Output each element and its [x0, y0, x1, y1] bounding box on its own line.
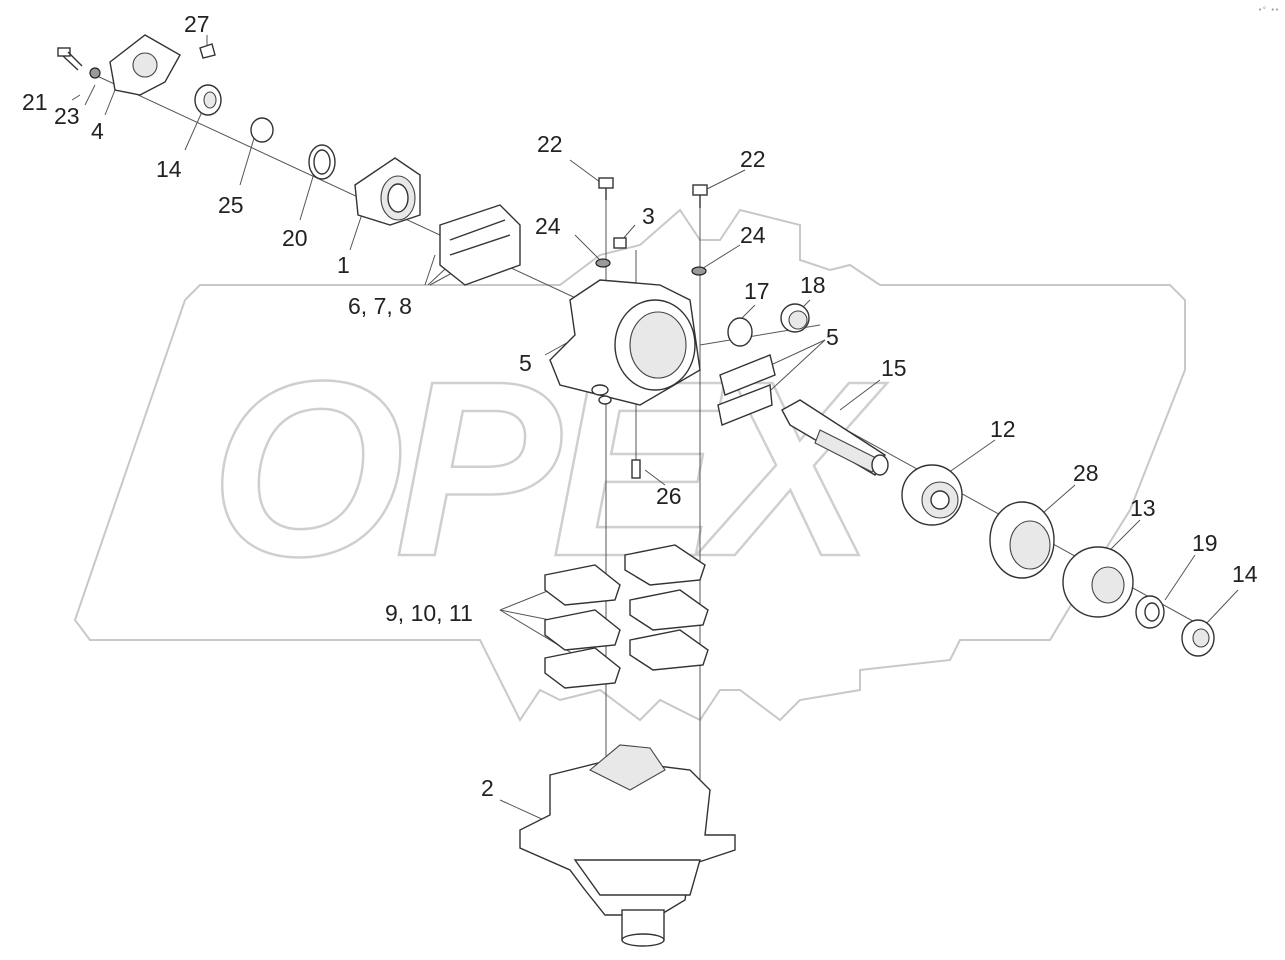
- label-25: 25: [218, 192, 244, 218]
- part-23-washer: [89, 67, 101, 79]
- part-13-flange: [1062, 546, 1134, 618]
- watermark-text: OPEX: [210, 329, 888, 608]
- part-27-nipple: [199, 43, 216, 59]
- label-22-right: 22: [740, 146, 766, 172]
- label-27: 27: [184, 11, 210, 37]
- label-12: 12: [990, 416, 1016, 442]
- corner-mark: •° ••: [1258, 6, 1279, 14]
- part-28-bearing: [989, 501, 1055, 579]
- label-21: 21: [22, 89, 48, 115]
- label-24-left: 24: [535, 213, 561, 239]
- label-14-bottom: 14: [1232, 561, 1258, 587]
- label-6-7-8: 6, 7, 8: [348, 293, 412, 319]
- label-28: 28: [1073, 460, 1099, 486]
- label-5-housing: 5: [519, 350, 532, 376]
- label-23: 23: [54, 103, 80, 129]
- label-1: 1: [337, 252, 350, 278]
- label-14-top: 14: [156, 156, 182, 182]
- label-26: 26: [656, 483, 682, 509]
- label-24-right: 24: [740, 222, 766, 248]
- label-20: 20: [282, 225, 308, 251]
- callout-labels: 27 21 23 4 14 25 20 1 6, 7, 8 22 22 3 24…: [22, 11, 1258, 801]
- part-20-ring: [308, 144, 336, 180]
- part-5-spacers: [717, 354, 776, 426]
- label-2: 2: [481, 775, 494, 801]
- label-22-left: 22: [537, 131, 563, 157]
- part-25-lock-washer: [250, 117, 274, 143]
- label-17: 17: [744, 278, 770, 304]
- watermark-gear-outline: [73, 208, 1186, 722]
- label-4: 4: [91, 118, 104, 144]
- part-22-bolt-left: [598, 177, 614, 200]
- part-26-pin: [631, 459, 641, 479]
- part-18-cap: [780, 303, 810, 333]
- part-3-plug: [613, 237, 627, 249]
- part-2-lower-gearbox: [519, 744, 736, 947]
- part-9-10-11-shims: [544, 544, 709, 689]
- label-18: 18: [800, 272, 826, 298]
- label-19: 19: [1192, 530, 1218, 556]
- label-3: 3: [642, 203, 655, 229]
- part-17-ring: [727, 317, 753, 347]
- part-4-cover-plate: [109, 34, 181, 96]
- part-14-nut-bottom: [1181, 619, 1215, 657]
- part-14-nut-top: [194, 84, 222, 116]
- part-21-bolt: [57, 47, 83, 71]
- label-9-10-11: 9, 10, 11: [385, 600, 473, 626]
- part-19-washer: [1135, 595, 1165, 629]
- part-22-bolt-right: [692, 184, 708, 208]
- label-13: 13: [1130, 495, 1156, 521]
- part-6-7-8-shims: [439, 204, 521, 286]
- label-5-spacers: 5: [826, 324, 839, 350]
- part-5-housing: [549, 279, 701, 406]
- part-1-bearing-cup: [354, 157, 421, 226]
- part-24-washer-left: [595, 258, 611, 268]
- part-12-gear: [901, 464, 963, 526]
- part-15-shaft: [781, 399, 889, 476]
- watermark: OPEX: [73, 208, 1186, 722]
- label-15: 15: [881, 355, 907, 381]
- part-24-washer-right: [691, 266, 707, 276]
